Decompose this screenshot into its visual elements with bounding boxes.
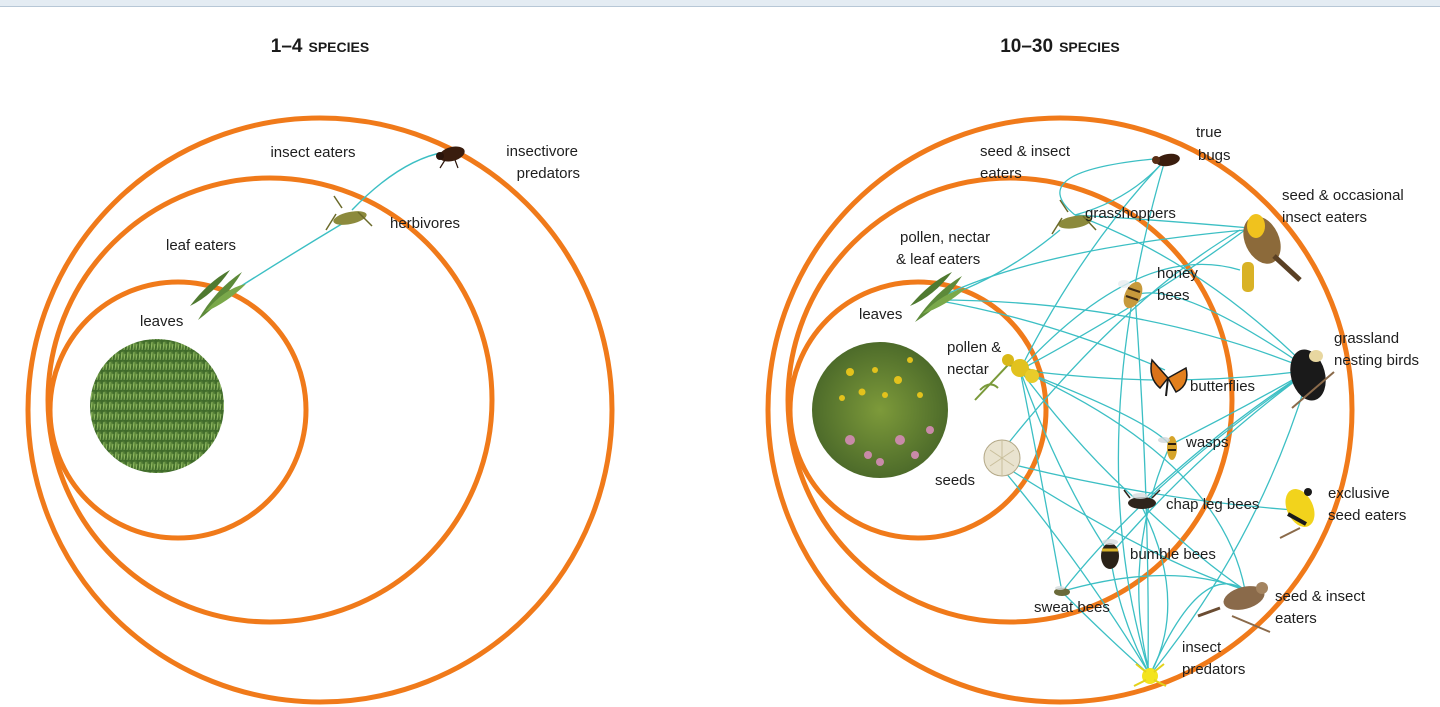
label-insect-predators-1: insect (1182, 639, 1222, 656)
wasp-icon (1158, 436, 1177, 460)
label-true-1: true (1196, 124, 1222, 141)
goldfinch-icon (1279, 488, 1315, 539)
spider-icon (1133, 663, 1167, 687)
label-honey-1: honey (1157, 265, 1198, 282)
label-leaf-eaters: leaf eaters (166, 237, 236, 254)
label-chap-leg-bees: chap leg bees (1166, 496, 1259, 513)
bumble-bee-icon (1101, 539, 1119, 569)
inner-ring (787, 279, 1049, 541)
honey-bee-icon (1118, 280, 1143, 309)
label-exclusive-2: seed eaters (1328, 507, 1406, 524)
label-seed-insect-top-2: eaters (980, 165, 1022, 182)
grass-photo (90, 339, 224, 473)
label-insect-predators-2: predators (1182, 661, 1245, 678)
label-sweat-bees: sweat bees (1034, 599, 1110, 616)
bobolink-icon (1290, 349, 1335, 409)
grasshopper-icon (1051, 199, 1097, 235)
outer-ring (25, 115, 615, 705)
label-honey-2: bees (1157, 287, 1190, 304)
label-grassland-2: nesting birds (1334, 352, 1419, 369)
goldenrod-icon (974, 354, 1041, 401)
label-grasshoppers: grasshoppers (1085, 205, 1176, 222)
label-pollen-nectar-leaf-2: & leaf eaters (896, 251, 980, 268)
sweat-bee-icon (1054, 586, 1070, 596)
beetle-icon (436, 146, 465, 169)
chap-leg-bee-icon (1123, 489, 1161, 509)
label-seed-insect-bottom-1: seed & insect (1275, 588, 1366, 605)
top-border (0, 0, 1440, 7)
link-herbivores-predators (351, 151, 446, 211)
label-wasps: wasps (1185, 434, 1229, 451)
link-leaves-herbivores (237, 221, 346, 289)
label-seed-insect-top-1: seed & insect (980, 143, 1071, 160)
sparrow-icon (1197, 582, 1271, 633)
label-seed-insect-bottom-2: eaters (1275, 610, 1317, 627)
label-insectivore-1: insectivore (506, 143, 578, 160)
label-grassland-1: grassland (1334, 330, 1399, 347)
label-insectivore-2: predators (517, 165, 580, 182)
label-pollen-2: nectar (947, 361, 989, 378)
true-bug-icon (1152, 153, 1180, 167)
label-herbivores: herbivores (390, 215, 460, 232)
label-pollen-1: pollen & (947, 339, 1001, 356)
label-true-2: bugs (1198, 147, 1231, 164)
inner-ring (47, 279, 309, 541)
label-butterflies: butterflies (1190, 378, 1255, 395)
outer-ring (765, 115, 1355, 705)
label-bumble-bees: bumble bees (1130, 546, 1216, 563)
label-pollen-nectar-leaf-1: pollen, nectar (900, 229, 990, 246)
seedhead-icon (983, 439, 1021, 477)
label-exclusive-1: exclusive (1328, 485, 1390, 502)
prairie-photo (812, 342, 948, 478)
label-insect-eaters: insect eaters (270, 144, 355, 161)
label-occasional-1: seed & occasional (1282, 187, 1404, 204)
label-leaves: leaves (140, 313, 183, 330)
leaves-icon (910, 272, 966, 322)
label-occasional-2: insect eaters (1282, 209, 1367, 226)
meadowlark-icon (1242, 214, 1302, 292)
grasshopper-icon (325, 195, 373, 231)
label-seeds: seeds (935, 472, 975, 489)
label-leaves: leaves (859, 306, 902, 323)
butterfly-icon (1150, 358, 1188, 397)
leaves-icon (190, 270, 246, 320)
